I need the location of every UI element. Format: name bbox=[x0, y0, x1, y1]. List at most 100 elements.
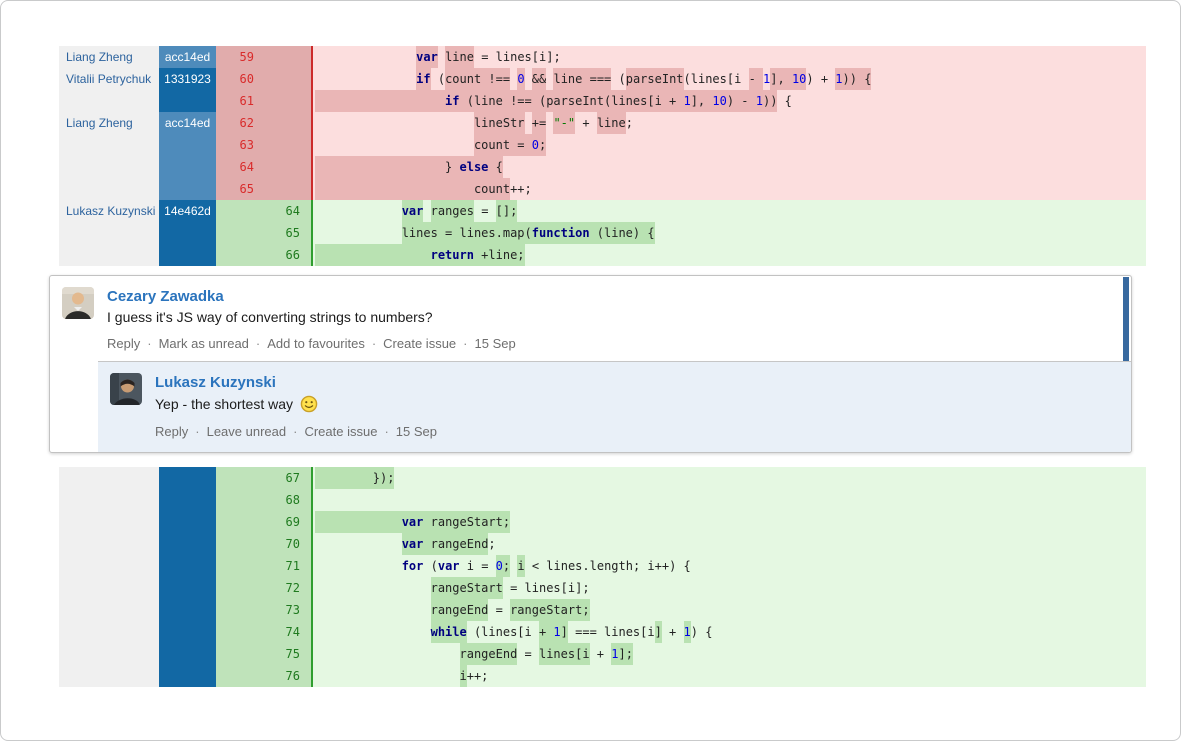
code-line[interactable]: lines = lines.map(function (line) { bbox=[311, 222, 1146, 244]
blame-author[interactable]: Lukasz Kuzynski bbox=[59, 200, 159, 222]
code-token bbox=[315, 555, 402, 577]
code-token: i = bbox=[459, 559, 496, 573]
comment-action-leave-unread[interactable]: Leave unread bbox=[206, 424, 287, 439]
comment-action-create-issue[interactable]: Create issue bbox=[304, 424, 378, 439]
blame-commit-hash[interactable]: 1331923 bbox=[159, 68, 216, 90]
code-line[interactable]: return +line; bbox=[311, 244, 1146, 266]
comment-action-reply[interactable]: Reply bbox=[155, 424, 189, 439]
code-line[interactable]: rangeStart = lines[i]; bbox=[311, 577, 1146, 599]
blame-commit-hash bbox=[159, 511, 216, 533]
blame-author bbox=[59, 222, 159, 244]
code-line[interactable]: var rangeEnd; bbox=[311, 533, 1146, 555]
comment-action-create-issue[interactable]: Create issue bbox=[383, 336, 457, 351]
reply-author[interactable]: Lukasz Kuzynski bbox=[155, 374, 276, 391]
line-number-new[interactable]: 73 bbox=[285, 603, 300, 617]
code-token: i bbox=[517, 555, 525, 577]
code-line[interactable]: for (var i = 0; i < lines.length; i++) { bbox=[311, 555, 1146, 577]
code-line[interactable]: var ranges = []; bbox=[311, 200, 1146, 222]
code-token: function bbox=[531, 222, 590, 244]
line-number-old[interactable]: 59 bbox=[239, 50, 254, 64]
line-gutter: 69 bbox=[216, 511, 311, 533]
line-number-new[interactable]: 74 bbox=[285, 625, 300, 639]
code-line[interactable]: rangeEnd = lines[i + 1]; bbox=[311, 643, 1146, 665]
line-number-new bbox=[254, 68, 311, 90]
line-number-old bbox=[216, 244, 254, 266]
code-line[interactable] bbox=[311, 489, 1146, 511]
comment-action-add-to-favourites[interactable]: Add to favourites bbox=[267, 336, 365, 351]
diff-row: 67 }); bbox=[59, 467, 1146, 489]
line-number-old[interactable]: 61 bbox=[239, 94, 254, 108]
blame-commit-hash bbox=[159, 533, 216, 555]
code-token: ranges bbox=[430, 200, 474, 222]
code-line[interactable]: while (lines[i + 1] === lines[i] + 1) { bbox=[311, 621, 1146, 643]
code-token bbox=[510, 68, 517, 90]
code-token: var bbox=[401, 533, 424, 555]
code-token: 0 bbox=[531, 134, 539, 156]
line-number-new[interactable]: 65 bbox=[285, 226, 300, 240]
code-line[interactable]: count = 0; bbox=[311, 134, 1146, 156]
code-token: 1 bbox=[611, 643, 619, 665]
code-line[interactable]: lineStr += "-" + line; bbox=[311, 112, 1146, 134]
code-token: { bbox=[777, 94, 792, 108]
line-gutter: 74 bbox=[216, 621, 311, 643]
code-token: 1 bbox=[763, 72, 771, 86]
code-line[interactable]: if (line !== (parseInt(lines[i + 1], 10)… bbox=[311, 90, 1146, 112]
code-line[interactable]: count++; bbox=[311, 178, 1146, 200]
line-number-old bbox=[216, 533, 254, 555]
line-number-old[interactable]: 64 bbox=[239, 160, 254, 174]
line-number-old[interactable]: 63 bbox=[239, 138, 254, 152]
blame-author[interactable]: Vitalii Petrychuk bbox=[59, 68, 159, 90]
line-number-new[interactable]: 69 bbox=[285, 515, 300, 529]
line-number-new[interactable]: 68 bbox=[285, 493, 300, 507]
line-number-new[interactable]: 67 bbox=[285, 471, 300, 485]
code-line[interactable]: var line = lines[i]; bbox=[311, 46, 1146, 68]
blame-author[interactable]: Liang Zheng bbox=[59, 112, 159, 134]
code-line[interactable]: } else { bbox=[311, 156, 1146, 178]
code-token: ], bbox=[770, 68, 792, 90]
line-number-new[interactable]: 70 bbox=[285, 537, 300, 551]
code-token bbox=[438, 46, 445, 68]
code-token: = bbox=[517, 647, 539, 661]
comment-author[interactable]: Cezary Zawadka bbox=[107, 288, 224, 305]
diff-change-bar: if (line !== (parseInt(lines[i + 1], 10)… bbox=[315, 90, 778, 112]
code-line[interactable]: if (count !== 0 && line === (parseInt(li… bbox=[311, 68, 1146, 90]
line-number-new bbox=[254, 90, 311, 112]
code-line[interactable]: var rangeStart; bbox=[311, 511, 1146, 533]
line-number-new[interactable]: 64 bbox=[285, 204, 300, 218]
code-token: ) + bbox=[806, 72, 836, 86]
comment-action-reply[interactable]: Reply bbox=[107, 336, 141, 351]
blame-commit-hash bbox=[159, 643, 216, 665]
diff-row: 63 count = 0; bbox=[59, 134, 1146, 156]
comment-action-mark-as-unread[interactable]: Mark as unread bbox=[158, 336, 249, 351]
line-number-new[interactable]: 75 bbox=[285, 647, 300, 661]
line-number-old[interactable]: 65 bbox=[239, 182, 254, 196]
blame-commit-hash[interactable]: acc14ed bbox=[159, 112, 216, 134]
code-token: rangeEnd bbox=[459, 643, 518, 665]
blame-author[interactable]: Liang Zheng bbox=[59, 46, 159, 68]
comment-actions: Reply·Mark as unread·Add to favourites·C… bbox=[107, 336, 1107, 351]
code-line[interactable]: }); bbox=[311, 467, 1146, 489]
blame-commit-hash[interactable]: acc14ed bbox=[159, 46, 216, 68]
line-number-new[interactable]: 66 bbox=[285, 248, 300, 262]
blame-author bbox=[59, 90, 159, 112]
code-token: - bbox=[748, 68, 764, 90]
line-number-new[interactable]: 76 bbox=[285, 669, 300, 683]
line-number-old[interactable]: 60 bbox=[239, 72, 254, 86]
blame-commit-hash bbox=[159, 665, 216, 687]
blame-commit-hash[interactable]: 14e462d bbox=[159, 200, 216, 222]
line-gutter: 64 bbox=[216, 200, 311, 222]
code-line[interactable]: i++; bbox=[311, 665, 1146, 687]
code-line[interactable]: rangeEnd = rangeStart; bbox=[311, 599, 1146, 621]
code-token: 0 bbox=[495, 555, 503, 577]
blame-author bbox=[59, 577, 159, 599]
blame-author bbox=[59, 489, 159, 511]
line-number-old bbox=[216, 511, 254, 533]
blame-author bbox=[59, 555, 159, 577]
line-number-new[interactable]: 72 bbox=[285, 581, 300, 595]
code-token: 0 bbox=[517, 68, 525, 90]
diff-row: 75 rangeEnd = lines[i + 1]; bbox=[59, 643, 1146, 665]
line-number-new[interactable]: 71 bbox=[285, 559, 300, 573]
line-number-old[interactable]: 62 bbox=[239, 116, 254, 130]
